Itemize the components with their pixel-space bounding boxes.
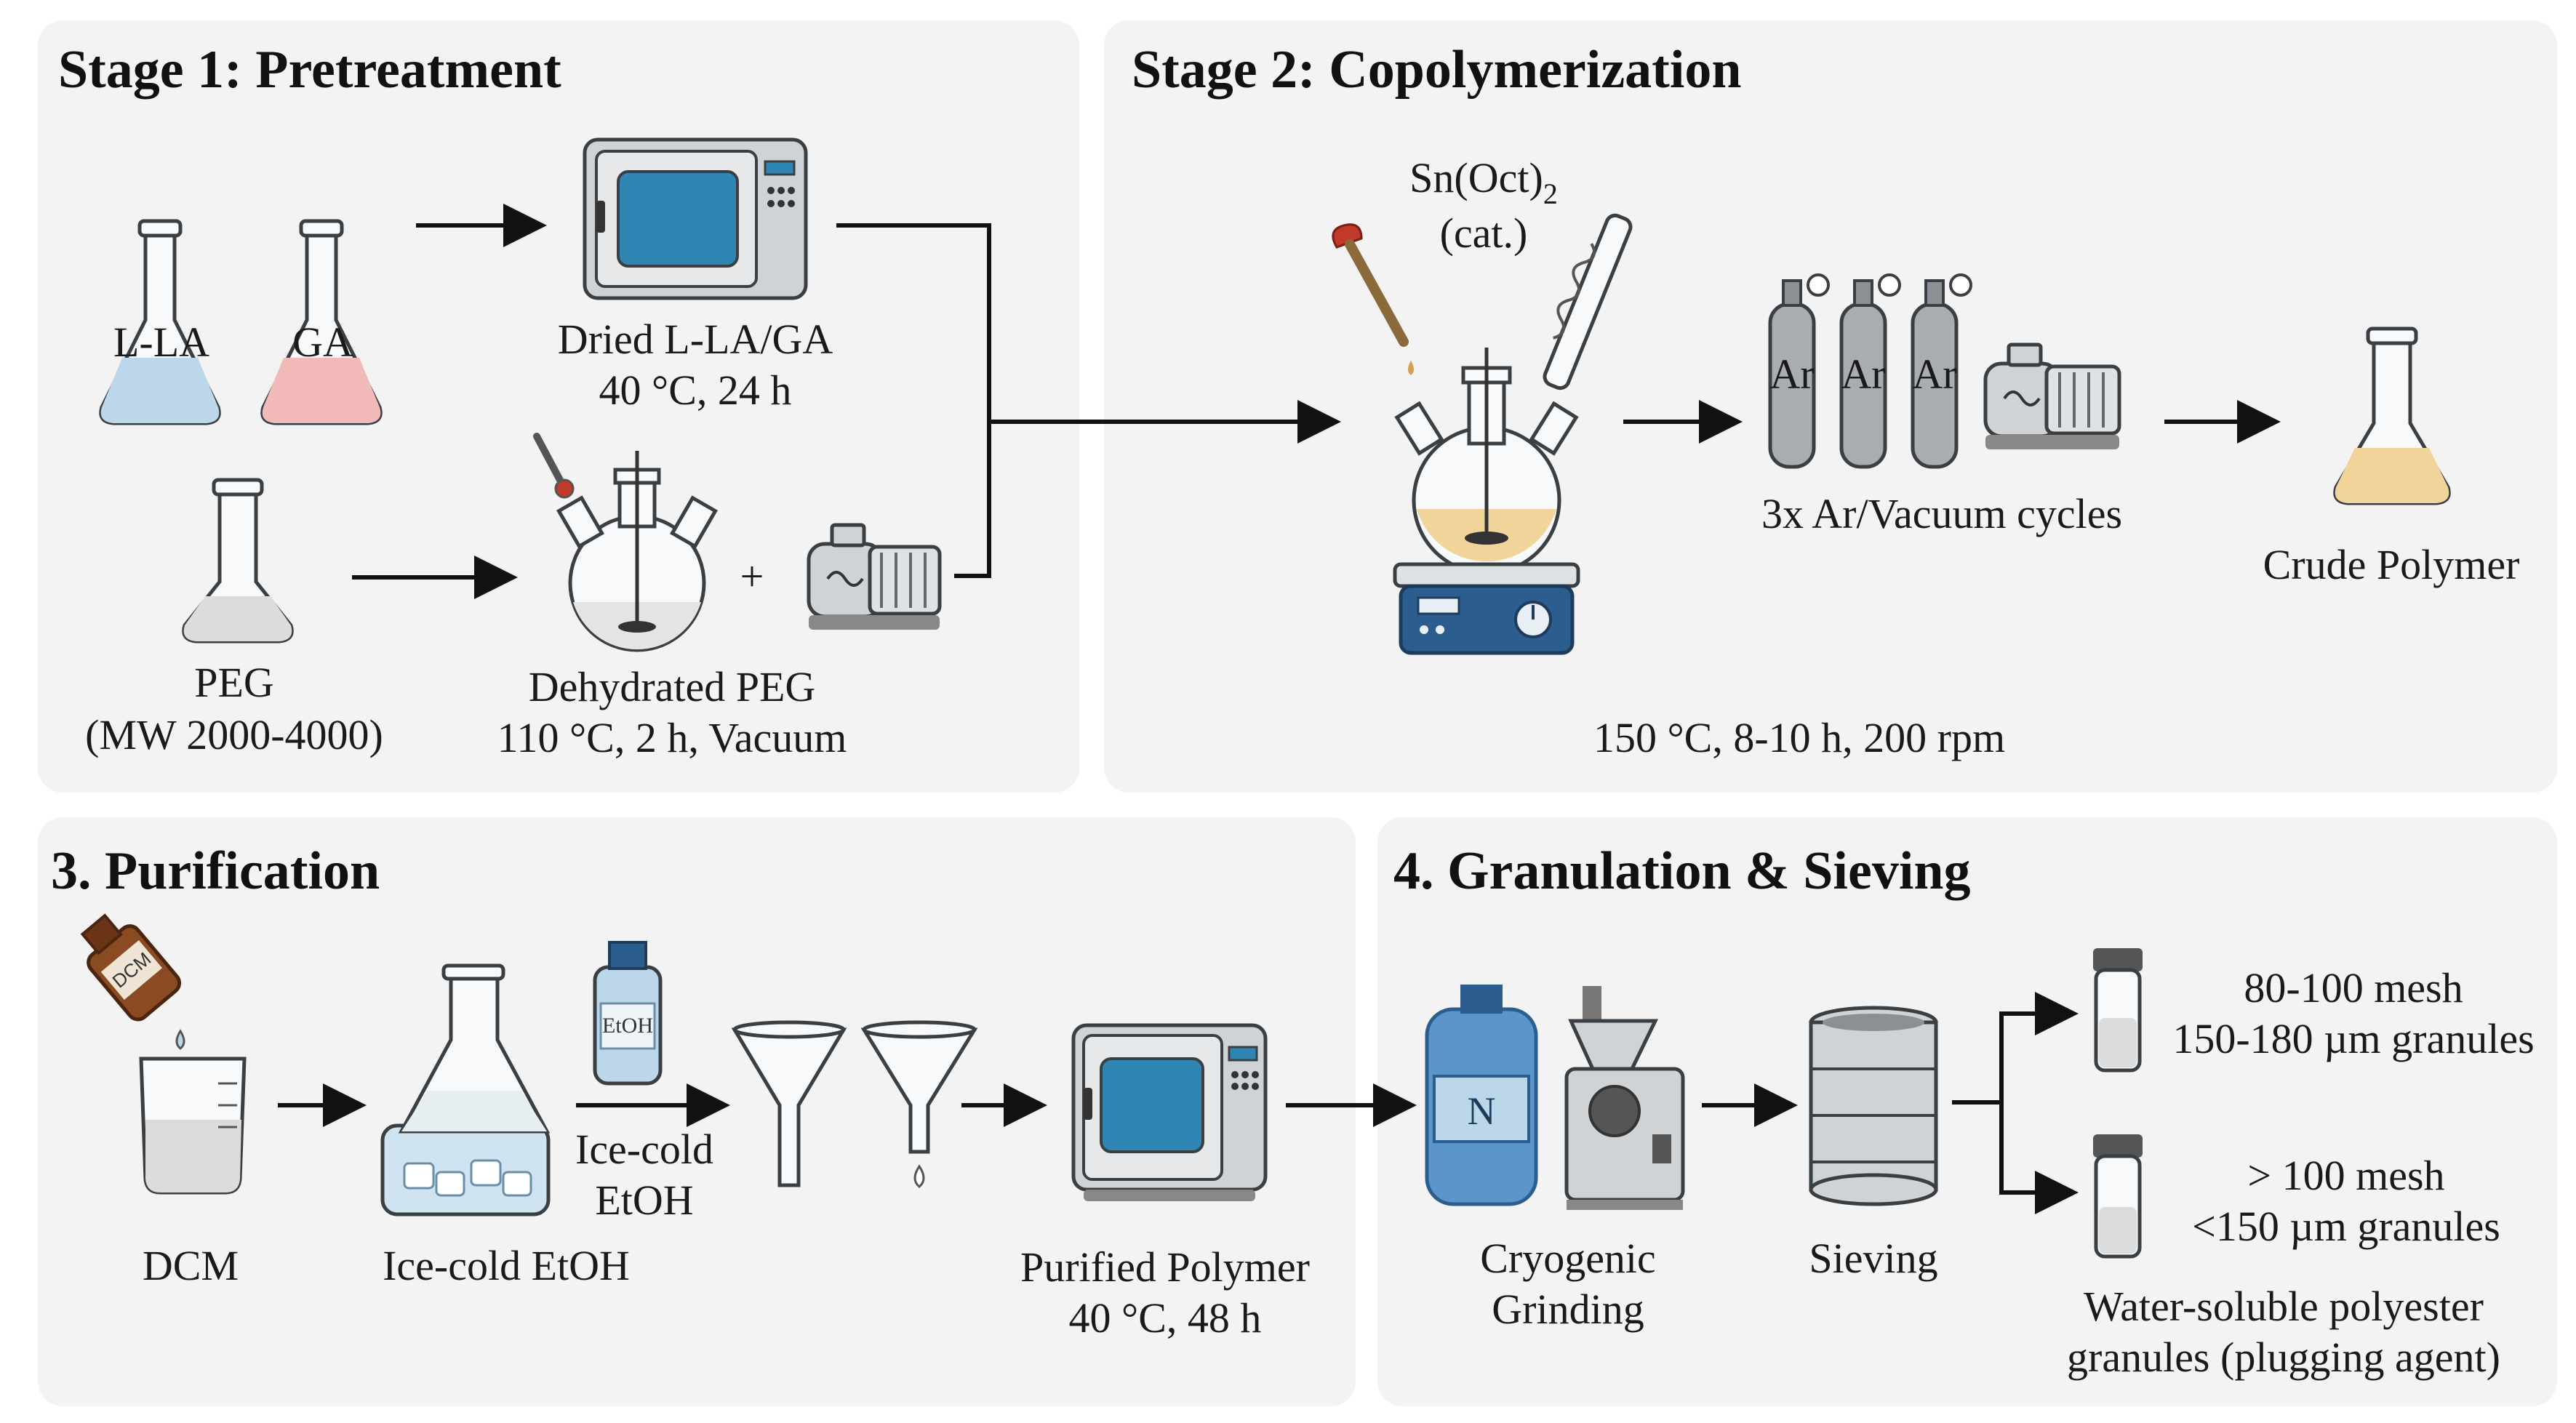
vacuum-pump-icon	[1983, 342, 2121, 449]
reagent-bottle-icon: DCM	[80, 913, 182, 1022]
sieving-label: Sieving	[1809, 1235, 1937, 1282]
connector-line	[836, 223, 991, 578]
sieve-stack-icon	[1809, 1006, 1938, 1206]
vacuum-pump-icon	[807, 523, 942, 630]
dropper-icon	[1332, 223, 1414, 375]
svg-text:Ar: Ar	[1912, 350, 1956, 398]
lla-label: L-LA	[113, 318, 209, 366]
panel-stage2	[1104, 20, 2557, 793]
drop-icon	[175, 1029, 185, 1050]
crude-polymer-label: Crude Polymer	[2263, 541, 2520, 588]
cryogenic-grinder-icon	[1564, 986, 1685, 1210]
vial-icon	[2093, 948, 2143, 1073]
stage4-title: 4. Granulation & Sieving	[1393, 841, 1971, 901]
svg-text:Ar: Ar	[1841, 350, 1885, 398]
copolymerization-conditions: 150 °C, 8-10 h, 200 rpm	[1593, 714, 2005, 761]
thermometer-icon	[533, 433, 575, 499]
funnel-icon	[860, 1020, 978, 1188]
mesh-over-100-label: > 100 mesh	[2247, 1152, 2444, 1199]
dcm-label: DCM	[143, 1242, 239, 1289]
three-neck-flask-icon	[556, 451, 719, 652]
flask-icon	[260, 219, 383, 425]
plus-sign: +	[740, 553, 764, 600]
granules-150-180-label: 150-180 µm granules	[2172, 1015, 2534, 1062]
hotplate-stirrer-icon	[1393, 562, 1580, 655]
liquid-nitrogen-dewar-icon: N	[1425, 985, 1538, 1206]
catalyst-note: (cat.)	[1440, 209, 1528, 257]
purified-conditions: 40 °C, 48 h	[1069, 1294, 1262, 1342]
vial-icon	[2093, 1134, 2143, 1259]
ice-bath-label: Ice-cold EtOH	[383, 1242, 630, 1289]
peg-label: PEG	[194, 659, 274, 706]
purified-polymer-label: Purified Polymer	[1020, 1243, 1310, 1291]
svg-text:N: N	[1468, 1089, 1496, 1133]
dried-label: Dried L-LA/GA	[558, 316, 833, 363]
stage3-title: 3. Purification	[51, 841, 380, 901]
dried-conditions: 40 °C, 24 h	[599, 366, 792, 414]
peg-mw-label: (MW 2000-4000)	[85, 711, 383, 758]
ga-label: GA	[292, 318, 353, 366]
argon-cylinder-icon: Ar	[1911, 273, 1972, 469]
grinding-label: Grinding	[1492, 1286, 1644, 1333]
flask-icon	[2333, 326, 2451, 505]
arrow	[1952, 992, 2079, 1105]
dehydrated-label: Dehydrated PEG	[529, 663, 816, 710]
stage2-title: Stage 2: Copolymerization	[1132, 40, 1742, 100]
final-product-label-1: Water-soluble polyester	[2084, 1283, 2484, 1330]
panel-stage4	[1377, 817, 2557, 1406]
catalyst-label: Sn(Oct)2	[1409, 154, 1558, 210]
ethanol-bottle-icon: EtOH	[593, 941, 663, 1086]
argon-cylinder-icon: Ar	[1768, 273, 1830, 469]
oven-icon	[1071, 1023, 1268, 1201]
mesh-80-100-label: 80-100 mesh	[2244, 964, 2463, 1011]
ice-bath-icon	[380, 963, 551, 1216]
funnel-icon	[731, 1020, 847, 1187]
granules-under-150-label: <150 µm granules	[2192, 1203, 2500, 1250]
cryogenic-label: Cryogenic	[1480, 1235, 1656, 1282]
svg-text:Ar: Ar	[1769, 350, 1814, 398]
arrow	[1999, 1102, 2079, 1214]
etoh-label: EtOH	[595, 1177, 693, 1224]
flask-icon	[182, 478, 294, 644]
dehydrated-conditions: 110 °C, 2 h, Vacuum	[497, 714, 847, 761]
flask-icon	[99, 219, 221, 425]
oven-icon	[583, 137, 808, 300]
svg-text:EtOH: EtOH	[602, 1014, 653, 1038]
ice-cold-label: Ice-cold	[575, 1126, 713, 1173]
final-product-label-2: granules (plugging agent)	[2067, 1334, 2500, 1381]
argon-cylinder-icon: Ar	[1839, 273, 1901, 469]
cycles-label: 3x Ar/Vacuum cycles	[1761, 490, 2122, 537]
stage1-title: Stage 1: Pretreatment	[58, 40, 561, 100]
beaker-icon	[139, 1057, 247, 1195]
reaction-flask-icon	[1394, 348, 1579, 575]
condenser-icon	[1543, 213, 1633, 390]
